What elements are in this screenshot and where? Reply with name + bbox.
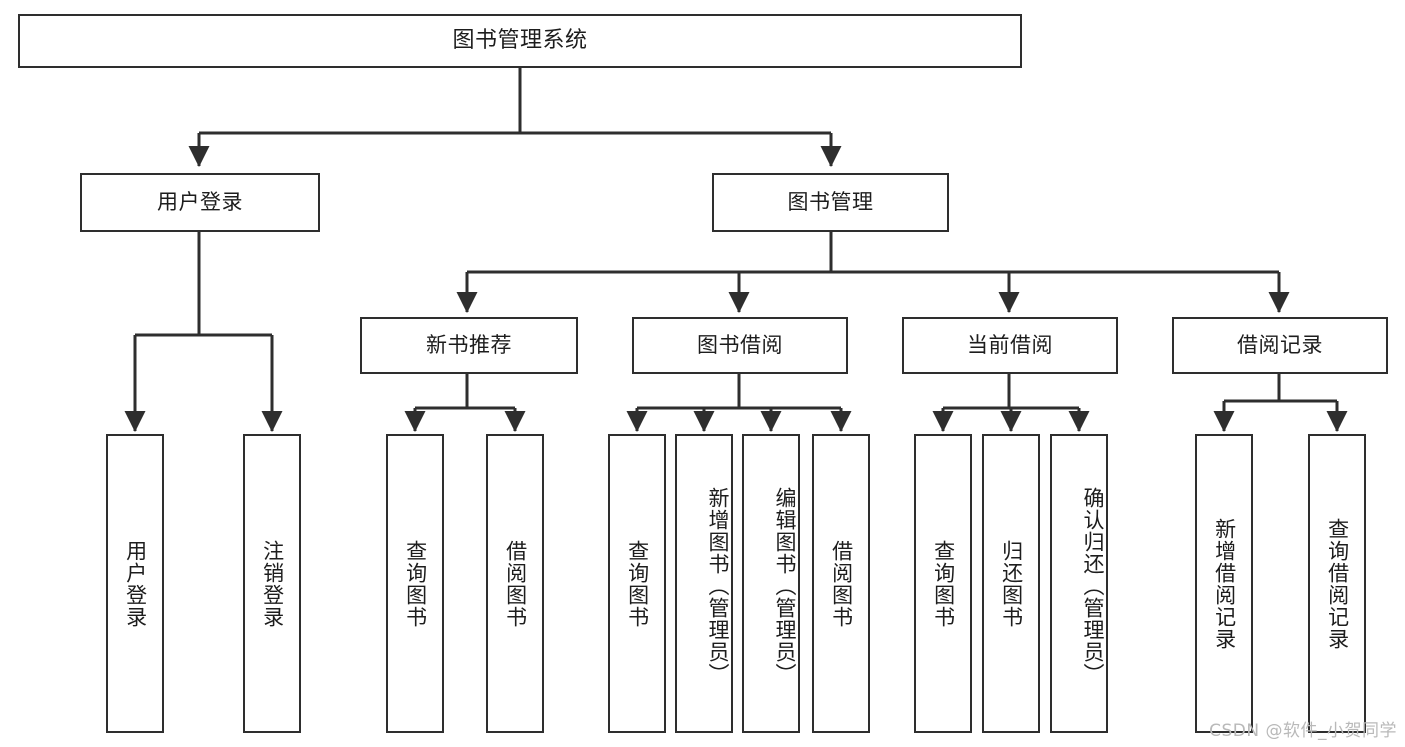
node-new-book-recommend-label: 新书推荐 xyxy=(426,333,512,358)
leaf-book-borrow-query-label: 查询图书 xyxy=(625,539,650,628)
leaf-user-login-signin-label: 用户登录 xyxy=(123,539,148,628)
leaf-book-borrow-lend[interactable]: 借阅图书 xyxy=(812,434,870,733)
leaf-borrow-record-add[interactable]: 新增借阅记录 xyxy=(1195,434,1253,733)
node-book-management-label: 图书管理 xyxy=(787,190,874,215)
leaf-current-borrow-confirm[interactable]: 确认归还（管理员） xyxy=(1050,434,1108,733)
node-book-borrow[interactable]: 图书借阅 xyxy=(632,317,848,374)
leaf-book-borrow-edit-label: 编辑图书（管理员） xyxy=(773,486,797,685)
leaf-current-borrow-confirm-label: 确认归还（管理员） xyxy=(1081,486,1105,685)
leaf-current-borrow-return-label: 归还图书 xyxy=(999,539,1024,628)
node-borrow-record[interactable]: 借阅记录 xyxy=(1172,317,1388,374)
leaf-new-book-borrow-label: 借阅图书 xyxy=(503,539,528,628)
node-borrow-record-label: 借阅记录 xyxy=(1237,333,1323,358)
leaf-book-borrow-add-label: 新增图书（管理员） xyxy=(706,486,730,685)
node-current-borrow[interactable]: 当前借阅 xyxy=(902,317,1118,374)
leaf-book-borrow-lend-label: 借阅图书 xyxy=(829,539,854,628)
node-book-borrow-label: 图书借阅 xyxy=(697,333,783,358)
node-new-book-recommend[interactable]: 新书推荐 xyxy=(360,317,578,374)
node-user-login-label: 用户登录 xyxy=(157,190,243,215)
node-current-borrow-label: 当前借阅 xyxy=(967,333,1053,358)
leaf-book-borrow-edit[interactable]: 编辑图书（管理员） xyxy=(742,434,800,733)
leaf-book-borrow-add[interactable]: 新增图书（管理员） xyxy=(675,434,733,733)
leaf-new-book-query[interactable]: 查询图书 xyxy=(386,434,444,733)
node-book-management[interactable]: 图书管理 xyxy=(712,173,949,232)
node-root-label: 图书管理系统 xyxy=(452,28,588,54)
node-user-login[interactable]: 用户登录 xyxy=(80,173,320,232)
leaf-borrow-record-query[interactable]: 查询借阅记录 xyxy=(1308,434,1366,733)
leaf-user-login-signout[interactable]: 注销登录 xyxy=(243,434,301,733)
leaf-new-book-borrow[interactable]: 借阅图书 xyxy=(486,434,544,733)
leaf-new-book-query-label: 查询图书 xyxy=(403,539,428,628)
leaf-borrow-record-add-label: 新增借阅记录 xyxy=(1212,517,1237,650)
leaf-user-login-signout-label: 注销登录 xyxy=(260,539,285,628)
leaf-user-login-signin[interactable]: 用户登录 xyxy=(106,434,164,733)
node-root[interactable]: 图书管理系统 xyxy=(18,14,1022,68)
leaf-borrow-record-query-label: 查询借阅记录 xyxy=(1325,517,1350,650)
leaf-book-borrow-query[interactable]: 查询图书 xyxy=(608,434,666,733)
leaf-current-borrow-return[interactable]: 归还图书 xyxy=(982,434,1040,733)
leaf-current-borrow-query[interactable]: 查询图书 xyxy=(914,434,972,733)
leaf-current-borrow-query-label: 查询图书 xyxy=(931,539,956,628)
